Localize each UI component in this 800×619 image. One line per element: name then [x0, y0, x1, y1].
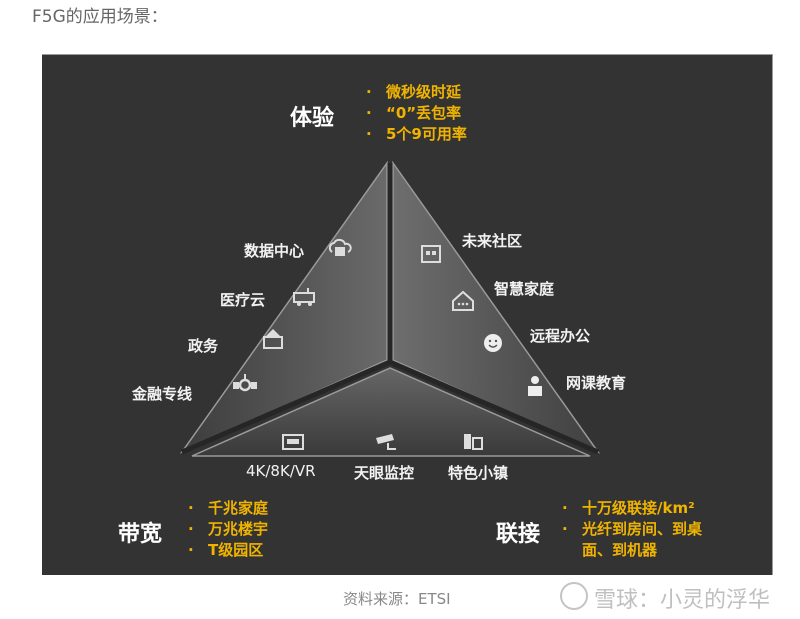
corner-title-experience: 体验: [290, 106, 335, 131]
scenario-finance-line: 金融专线: [132, 385, 193, 403]
corner-bullets-experience: ·微秒级时延 ·“0”丢包率 ·5个9可用率: [366, 83, 467, 143]
section-heading: F5G的应用场景：: [32, 7, 168, 27]
scenario-government: 政务: [188, 337, 219, 355]
smart-home-icon: [452, 290, 474, 311]
tv-icon: [282, 434, 304, 450]
scenario-online-education: 网课教育: [566, 374, 627, 392]
scenario-4k-8k-vr: 4K/8K/VR: [246, 462, 316, 480]
scenario-data-center: 数据中心: [244, 242, 305, 260]
headset-smiley-icon: [484, 334, 502, 352]
government-building-icon: [263, 329, 283, 349]
corner-bullets-connection: ·十万级联接/km² ·光纤到房间、到桌 面、到机器: [562, 499, 703, 559]
scenario-future-community: 未来社区: [462, 232, 523, 250]
ambulance-icon: [293, 288, 315, 306]
scenario-smart-home: 智慧家庭: [494, 280, 555, 298]
student-laptop-icon: [528, 376, 542, 396]
scenario-featured-town: 特色小镇: [448, 464, 509, 482]
community-building-icon: [421, 245, 441, 263]
source-caption: 资料来源：ETSI: [343, 590, 451, 608]
watermark: 雪球：小灵的浮华: [560, 582, 770, 614]
corner-title-bandwidth: 带宽: [118, 522, 163, 547]
cloud-datacenter-icon: [328, 238, 352, 256]
corner-bullets-bandwidth: ·千兆家庭 ·万兆楼宇 ·T级园区: [188, 499, 269, 559]
town-buildings-icon: [464, 434, 483, 450]
cctv-camera-icon: [376, 434, 396, 450]
corner-title-connection: 联接: [496, 522, 541, 547]
scenario-skyeye-monitoring: 天眼监控: [354, 464, 415, 482]
xueqiu-logo-icon: [560, 582, 588, 610]
scenario-remote-office: 远程办公: [530, 327, 591, 345]
pipe-valve-icon: [233, 374, 257, 392]
scenario-medical-cloud: 医疗云: [220, 291, 266, 309]
